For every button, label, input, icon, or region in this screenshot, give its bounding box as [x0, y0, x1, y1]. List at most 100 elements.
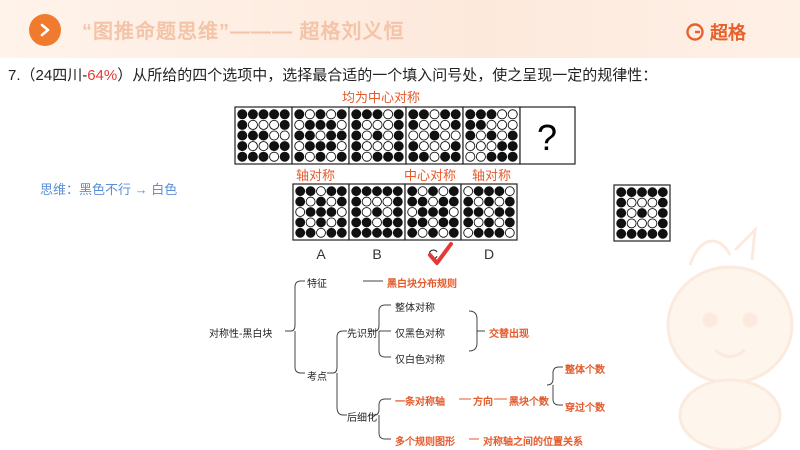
question-row: ? — [234, 106, 576, 165]
black-dot — [438, 217, 449, 228]
label-axis-symmetric: 轴对称 — [296, 168, 336, 183]
white-dot — [408, 130, 419, 141]
white-dot — [295, 207, 306, 217]
black-dot — [486, 151, 497, 162]
black-dot — [407, 227, 418, 238]
black-dot — [408, 109, 419, 120]
white-dot — [497, 109, 508, 120]
black-dot — [497, 141, 508, 152]
mascot-watermark-icon — [666, 225, 794, 450]
white-dot — [372, 196, 382, 207]
mm-black-only: 仅黑色对称 — [395, 329, 445, 340]
option-grid-a — [292, 183, 350, 241]
option-c[interactable]: C — [427, 246, 439, 262]
black-dot — [372, 151, 383, 162]
black-dot — [616, 197, 627, 208]
black-dot — [237, 130, 248, 141]
white-dot — [383, 130, 394, 141]
option-a[interactable]: A — [316, 246, 326, 262]
black-dot — [647, 228, 658, 239]
white-dot — [269, 130, 280, 141]
mind-map-connectors — [285, 280, 563, 440]
white-dot — [448, 207, 459, 217]
black-dot — [438, 207, 449, 217]
label-center-symmetric: 均为中心对称 — [342, 90, 421, 105]
black-dot — [428, 227, 438, 238]
brand-logo: 超格 — [685, 19, 746, 45]
white-dot — [372, 217, 382, 228]
black-dot — [336, 196, 347, 207]
black-dot — [382, 186, 393, 197]
black-dot — [316, 196, 326, 207]
black-dot — [484, 217, 494, 228]
black-dot — [507, 151, 518, 162]
black-dot — [486, 130, 497, 141]
mm-points: 考点 — [307, 372, 327, 383]
question-text: 7.（24四川-64%）从所给的四个选项中，选择最合适的一个填入问号处，使之呈现… — [8, 64, 657, 85]
black-dot — [247, 109, 258, 120]
white-dot — [304, 109, 315, 120]
option-grid-c — [404, 183, 462, 241]
white-dot — [465, 151, 476, 162]
reference-grid-dots — [613, 184, 671, 242]
question-prefix: 7.（24四川- — [8, 67, 88, 84]
mm-whole-count: 整体个数 — [565, 365, 605, 376]
white-dot — [450, 130, 461, 141]
white-dot — [494, 196, 505, 207]
white-dot — [294, 141, 305, 152]
white-dot — [305, 217, 316, 228]
black-dot — [247, 130, 258, 141]
black-dot — [428, 207, 438, 217]
white-dot — [428, 217, 438, 228]
black-dot — [507, 141, 518, 152]
white-dot — [438, 186, 449, 197]
option-d[interactable]: D — [483, 246, 495, 262]
white-dot — [269, 151, 280, 162]
next-arrow-icon[interactable] — [29, 14, 61, 46]
black-dot — [408, 119, 419, 130]
mm-one-axis: 一条对称轴 — [395, 397, 445, 408]
white-dot — [305, 196, 316, 207]
question-grid-4 — [405, 106, 464, 165]
black-dot — [616, 187, 627, 198]
black-dot — [473, 227, 484, 238]
white-dot — [304, 151, 315, 162]
white-dot — [429, 109, 440, 120]
black-dot — [315, 109, 326, 120]
brand-mark-icon — [686, 23, 704, 41]
brand-name: 超格 — [710, 23, 746, 43]
label-axis-2: 轴对称 — [472, 168, 512, 183]
white-dot — [294, 119, 305, 130]
black-dot — [440, 109, 451, 120]
black-dot — [473, 207, 484, 217]
black-dot — [417, 196, 428, 207]
white-dot — [440, 141, 451, 152]
mm-identify: 先识别 — [347, 329, 377, 340]
white-dot — [383, 141, 394, 152]
black-dot — [418, 151, 429, 162]
black-dot — [393, 141, 404, 152]
option-grid-b — [348, 183, 406, 241]
black-dot — [392, 186, 403, 197]
black-dot — [294, 109, 305, 120]
mm-direction: 方向 — [473, 397, 493, 408]
black-dot — [336, 227, 347, 238]
white-dot — [626, 218, 637, 229]
white-dot — [247, 119, 258, 130]
black-dot — [504, 207, 515, 217]
question-grid-5 — [462, 106, 521, 165]
black-dot — [258, 151, 269, 162]
option-b[interactable]: B — [372, 246, 382, 262]
black-dot — [351, 196, 362, 207]
black-dot — [279, 141, 290, 152]
black-dot — [336, 151, 347, 162]
white-dot — [269, 119, 280, 130]
black-dot — [504, 196, 515, 207]
white-dot — [382, 207, 393, 217]
white-dot — [504, 186, 515, 197]
black-dot — [475, 119, 486, 130]
black-dot — [237, 141, 248, 152]
thinking-note: 思维：黑色不行 → 白色 — [40, 182, 178, 197]
black-dot — [448, 196, 459, 207]
black-dot — [504, 217, 515, 228]
